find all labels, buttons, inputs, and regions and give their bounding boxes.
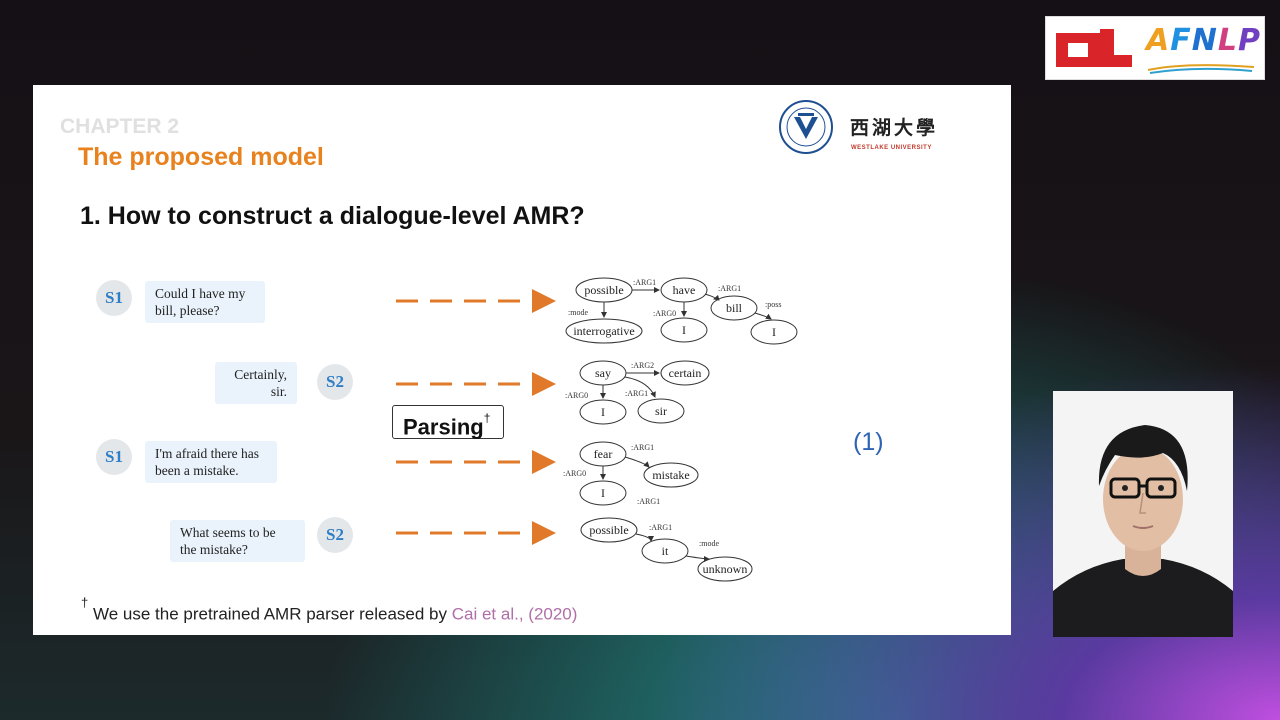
footnote: † We use the pretrained AMR parser relea… bbox=[81, 595, 578, 625]
parse-arrows bbox=[396, 289, 556, 545]
utterance-bubble: Could I have my bill, please? bbox=[145, 281, 265, 323]
amr-node: it bbox=[662, 544, 669, 558]
utterance-bubble: What seems to be the mistake? bbox=[170, 520, 305, 562]
speaker-badge: S1 bbox=[96, 439, 132, 475]
amr-graphs: possible have bill interrogative I I say… bbox=[563, 277, 798, 582]
equation-number: (1) bbox=[853, 428, 884, 456]
amr-graph-4 bbox=[580, 517, 753, 582]
amr-graph-1 bbox=[565, 277, 798, 345]
chapter-label: CHAPTER 2 bbox=[60, 115, 180, 138]
amr-node: have bbox=[673, 283, 696, 297]
amr-edge-label: :ARG1 bbox=[637, 497, 660, 506]
amr-node: bill bbox=[726, 301, 743, 315]
amr-node: I bbox=[682, 323, 686, 337]
amr-edge-label: :ARG1 bbox=[718, 284, 741, 293]
university-name-cn: 西湖大學 bbox=[850, 117, 939, 139]
utterance-bubble: I'm afraid there has been a mistake. bbox=[145, 441, 277, 483]
amr-edge-label: :poss bbox=[765, 300, 781, 309]
amr-edge-label: :ARG0 bbox=[565, 391, 588, 400]
amr-graph-3 bbox=[579, 441, 699, 506]
afnlp-wordmark: AFNLP bbox=[1146, 23, 1261, 58]
citation-link[interactable]: Cai et al., (2020) bbox=[451, 604, 578, 624]
amr-edge-label: :ARG1 bbox=[633, 278, 656, 287]
amr-edge-label: :ARG1 bbox=[625, 389, 648, 398]
presenter-webcam bbox=[1053, 391, 1233, 637]
amr-node: say bbox=[595, 366, 611, 380]
parsing-dagger: † bbox=[483, 411, 491, 425]
university-logo: 西湖大學 WESTLAKE UNIVERSITY bbox=[778, 99, 978, 155]
amr-node: certain bbox=[669, 366, 702, 380]
parsing-label: Parsing† bbox=[392, 405, 504, 439]
amr-node: possible bbox=[584, 283, 623, 297]
slide: CHAPTER 2 The proposed model 1. How to c… bbox=[33, 85, 1011, 635]
amr-node: interrogative bbox=[573, 324, 634, 338]
amr-node: possible bbox=[589, 523, 628, 537]
amr-edge-label: :ARG1 bbox=[631, 443, 654, 452]
speaker-badge: S2 bbox=[317, 517, 353, 553]
university-seal-icon bbox=[779, 100, 833, 154]
amr-edge-label: :ARG1 bbox=[649, 523, 672, 532]
amr-graph-2 bbox=[579, 360, 710, 425]
footnote-text: We use the pretrained AMR parser release… bbox=[92, 604, 448, 624]
amr-edge-label: :ARG0 bbox=[563, 469, 586, 478]
amr-node: I bbox=[601, 486, 605, 500]
amr-node: I bbox=[601, 405, 605, 419]
university-name-en: WESTLAKE UNIVERSITY bbox=[851, 145, 932, 151]
amr-node: mistake bbox=[652, 468, 689, 482]
slide-heading: 1. How to construct a dialogue-level AMR… bbox=[80, 202, 585, 230]
amr-edge-label: :mode bbox=[699, 539, 719, 548]
afnlp-logo: AFNLP bbox=[1045, 16, 1265, 80]
amr-edge-label: :mode bbox=[568, 308, 588, 317]
cl-logo-mark bbox=[1056, 29, 1132, 67]
parsing-text: Parsing bbox=[403, 414, 484, 440]
amr-edge-label: :ARG0 bbox=[653, 309, 676, 318]
utterance-bubble: Certainly, sir. bbox=[215, 362, 297, 404]
amr-node: fear bbox=[594, 447, 613, 461]
amr-node: I bbox=[772, 325, 776, 339]
speaker-badge: S2 bbox=[317, 364, 353, 400]
amr-edge-label: :ARG2 bbox=[631, 361, 654, 370]
amr-node: unknown bbox=[703, 562, 748, 576]
logo-swoosh bbox=[1147, 64, 1255, 74]
speaker-badge: S1 bbox=[96, 280, 132, 316]
amr-node: sir bbox=[655, 404, 667, 418]
presenter-portrait bbox=[1053, 391, 1233, 637]
footnote-mark: † bbox=[81, 595, 89, 610]
section-title: The proposed model bbox=[78, 143, 324, 171]
